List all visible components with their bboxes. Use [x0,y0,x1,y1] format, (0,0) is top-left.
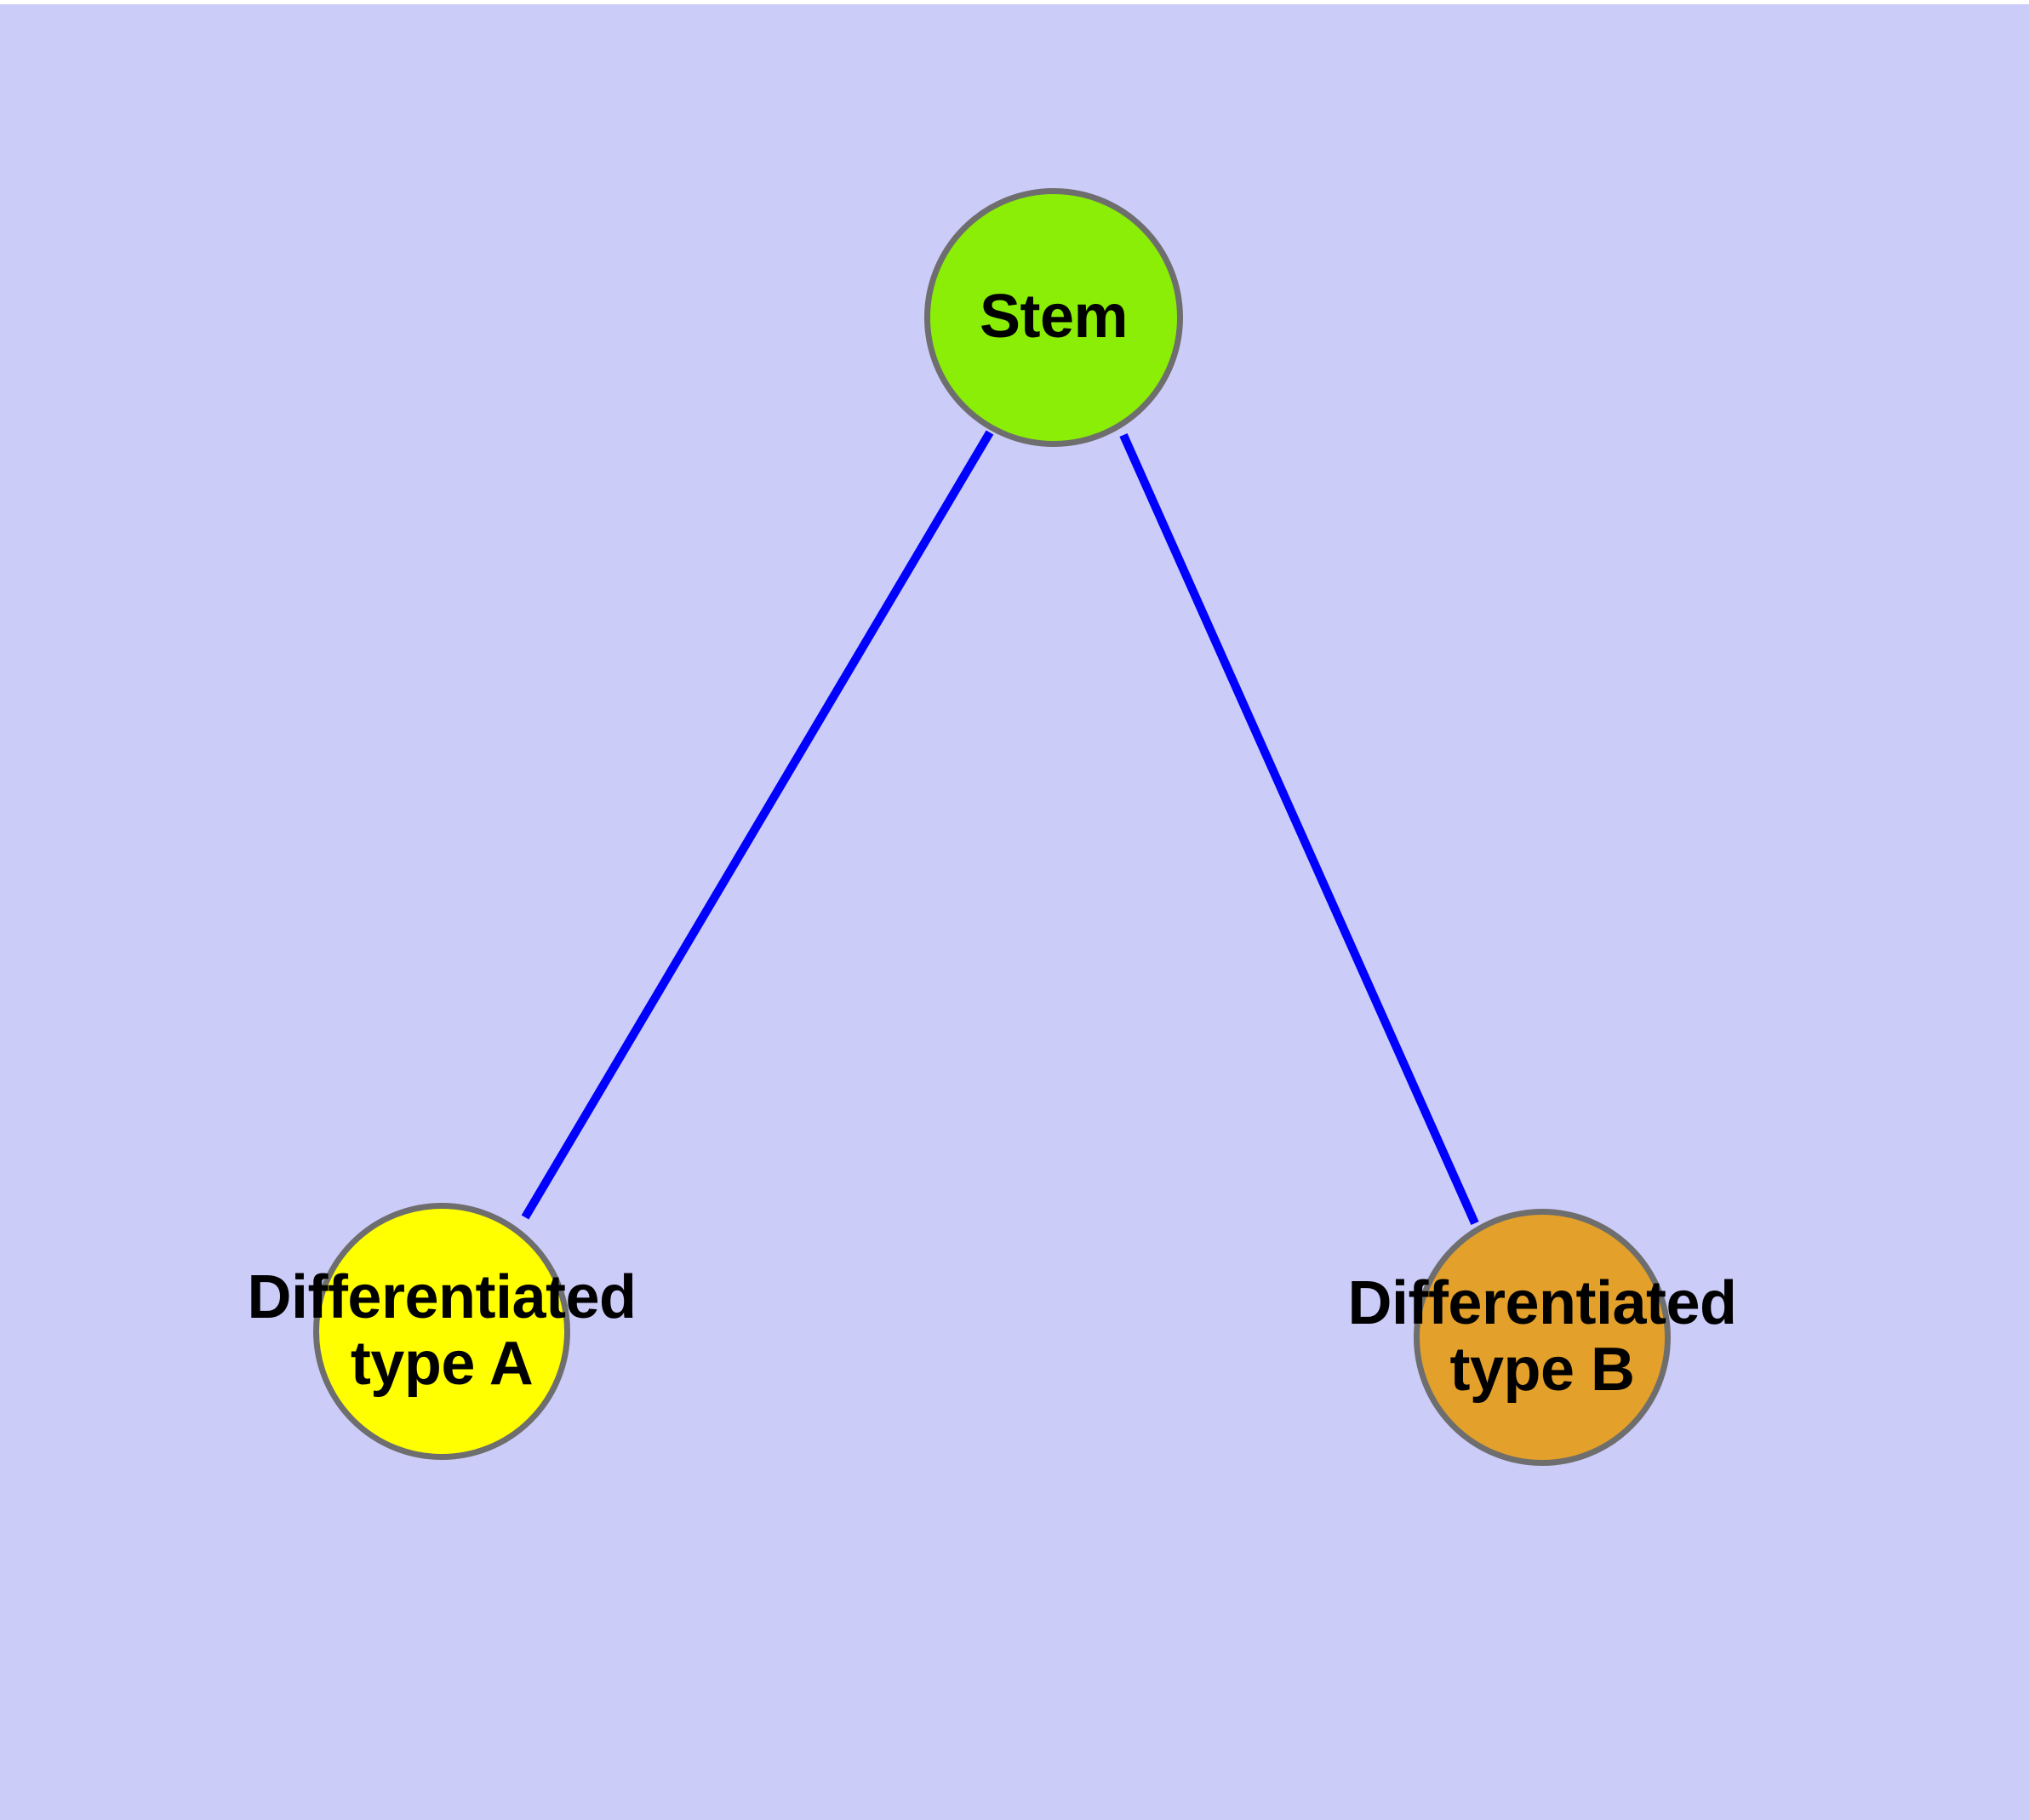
node-differentiated-type-a[interactable] [313,1203,570,1460]
edge-stem-to-differentiated-type-b [1119,432,1479,1226]
node-differentiated-type-b[interactable] [1414,1209,1671,1466]
node-stem[interactable] [924,188,1183,447]
edge-stem-to-differentiated-type-a [521,430,994,1220]
